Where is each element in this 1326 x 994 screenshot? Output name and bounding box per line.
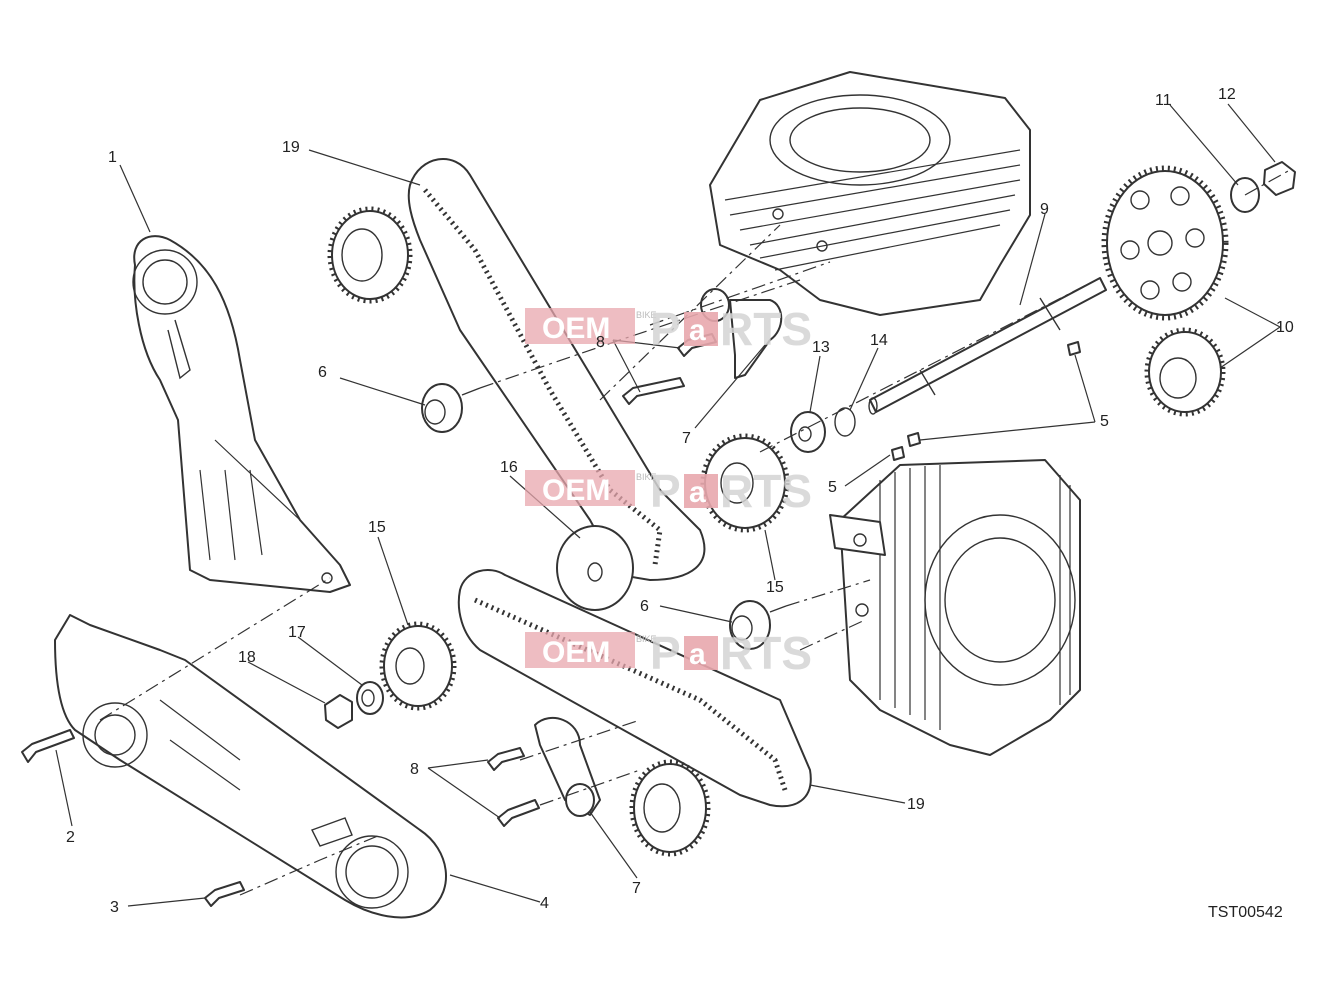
svg-text:a: a	[689, 314, 706, 347]
watermark-1: OEM BIKE P a RTS	[525, 303, 812, 355]
svg-text:BIKE: BIKE	[636, 310, 657, 320]
callout-8-lower: 8	[410, 761, 419, 778]
assembly-axes	[99, 169, 1291, 896]
callout-19-lower: 19	[907, 796, 925, 813]
callout-6-upper: 6	[318, 364, 327, 381]
spacer-6-lower	[729, 600, 787, 650]
callout-10: 10	[1276, 319, 1294, 336]
cylinder-head	[829, 459, 1081, 756]
pulley-15-lower	[379, 621, 457, 711]
screw-3	[204, 881, 245, 907]
svg-text:OEM: OEM	[542, 312, 610, 345]
camshaft	[868, 277, 1107, 415]
callout-16: 16	[500, 459, 518, 476]
callout-13: 13	[812, 339, 830, 356]
callout-4: 4	[540, 895, 549, 912]
watermark-3: OEM BIKE P a RTS	[525, 627, 812, 679]
callout-7-lower: 7	[632, 880, 641, 897]
nut-12	[1263, 161, 1296, 196]
svg-text:a: a	[689, 638, 706, 671]
svg-text:RTS: RTS	[720, 627, 812, 679]
belt-cover-front	[54, 614, 447, 919]
svg-text:BIKE: BIKE	[636, 472, 657, 482]
callout-8-upper: 8	[596, 334, 605, 351]
pulley-upper-left	[327, 206, 413, 304]
callout-11: 11	[1155, 92, 1172, 109]
callout-labels: 1 2 3 4 5 5 6 6 7 7 8 8 9 10 11 12 13 14…	[66, 86, 1294, 916]
cylinder	[709, 71, 1031, 316]
leader-lines	[55, 103, 1281, 907]
callout-9: 9	[1040, 201, 1049, 218]
callout-12: 12	[1218, 86, 1236, 103]
callout-5-right: 5	[1100, 413, 1109, 430]
callout-17: 17	[288, 624, 306, 641]
callout-15-lower: 15	[368, 519, 386, 536]
svg-text:P: P	[650, 627, 681, 679]
svg-text:OEM: OEM	[542, 474, 610, 507]
callout-7-upper: 7	[682, 430, 691, 447]
svg-text:P: P	[650, 465, 681, 517]
timing-belt-lower	[457, 569, 812, 808]
keys-5	[891, 341, 1081, 461]
belt-cover-rear	[132, 235, 351, 593]
callout-6-lower: 6	[640, 598, 649, 615]
svg-text:RTS: RTS	[720, 303, 812, 355]
tensioner-lower	[534, 716, 601, 817]
callout-18: 18	[238, 649, 256, 666]
drawing-code: TST00542	[1208, 904, 1283, 921]
callout-14: 14	[870, 332, 888, 349]
callout-1: 1	[108, 149, 117, 166]
washer-16	[556, 525, 634, 611]
callout-2: 2	[66, 829, 75, 846]
callout-19-upper: 19	[282, 139, 300, 156]
gear-small	[1144, 327, 1226, 417]
circlip-14	[834, 407, 856, 437]
callout-5-left: 5	[828, 479, 837, 496]
screw-2	[21, 729, 75, 763]
nut-18	[324, 694, 353, 729]
callout-3: 3	[110, 899, 119, 916]
svg-text:P: P	[650, 303, 681, 355]
washer-13	[790, 411, 826, 453]
watermark-2: OEM BIKE P a RTS	[525, 465, 812, 517]
svg-text:RTS: RTS	[720, 465, 812, 517]
washer-17	[356, 681, 384, 715]
callout-15-upper: 15	[766, 579, 784, 596]
pulley-lower-right	[629, 759, 711, 857]
spacer-6-upper	[421, 383, 481, 433]
svg-text:BIKE: BIKE	[636, 634, 657, 644]
camshaft-gear-large	[1101, 165, 1229, 321]
svg-text:OEM: OEM	[542, 636, 610, 669]
svg-text:a: a	[689, 476, 706, 509]
